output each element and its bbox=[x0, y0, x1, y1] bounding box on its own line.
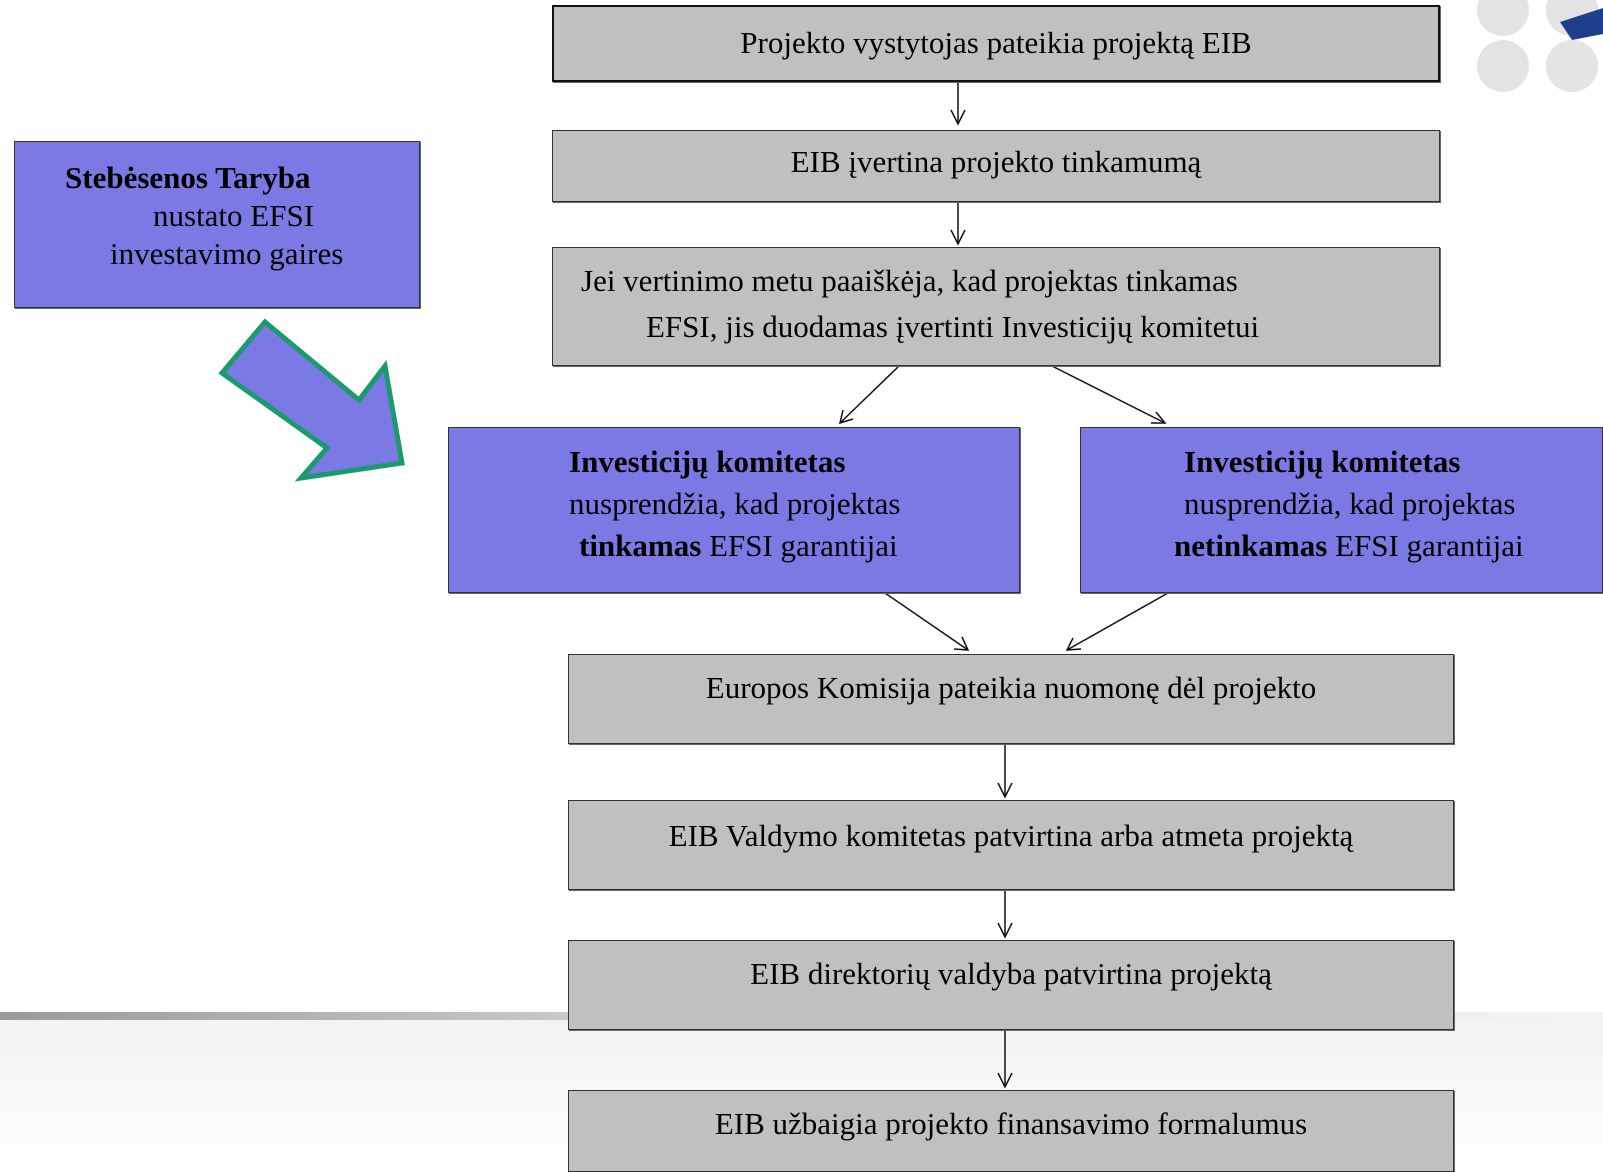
step-commission-opinion-label: Europos Komisija pateikia nuomonę dėl pr… bbox=[705, 670, 1317, 705]
committee-ineligible-line3: netinkamas EFSI garantijai bbox=[1174, 527, 1602, 565]
connector-arrow bbox=[997, 1030, 1013, 1089]
step-eligible-line2: EFSI, jis duodamas įvertinti Investicijų… bbox=[646, 309, 1260, 344]
steering-board-line3: investavimo gaires bbox=[110, 236, 344, 271]
step-submit-label: Projekto vystytojas pateikia projektą EI… bbox=[740, 25, 1252, 60]
logo-circles-icon bbox=[1477, 0, 1603, 92]
step-management-committee: EIB Valdymo komitetas patvirtina arba at… bbox=[568, 800, 1454, 890]
committee-eligible-line2: nusprendžia, kad projektas bbox=[569, 486, 901, 521]
committee-eligible-title: Investicijų komitetas bbox=[569, 444, 846, 479]
connector-arrow bbox=[950, 82, 966, 126]
step-assess-label: EIB įvertina projekto tinkamumą bbox=[790, 144, 1202, 179]
connector-arrow bbox=[997, 890, 1013, 939]
committee-ineligible-bold: netinkamas bbox=[1174, 528, 1328, 563]
committee-eligible-bold: tinkamas bbox=[579, 528, 702, 563]
connector-arrow bbox=[884, 592, 970, 651]
step-assess: EIB įvertina projekto tinkamumą bbox=[552, 130, 1440, 202]
connector-arrow bbox=[950, 202, 966, 246]
steering-board-box: Stebėsenos Taryba nustato EFSI investavi… bbox=[14, 141, 420, 308]
committee-ineligible-rest: EFSI garantijai bbox=[1327, 528, 1524, 563]
connector-arrow bbox=[1051, 365, 1167, 424]
committee-ineligible-line2: nusprendžia, kad projektas bbox=[1184, 486, 1516, 521]
big-arrow-icon bbox=[218, 318, 405, 482]
step-eligible: Jei vertinimo metu paaiškėja, kad projek… bbox=[552, 247, 1440, 366]
step-board-of-directors: EIB direktorių valdyba patvirtina projek… bbox=[568, 940, 1454, 1030]
committee-ineligible-box: Investicijų komitetas nusprendžia, kad p… bbox=[1080, 427, 1603, 593]
steering-board-line2: nustato EFSI bbox=[153, 198, 315, 233]
steering-board-title: Stebėsenos Taryba bbox=[65, 160, 311, 195]
connector-arrow bbox=[1065, 592, 1169, 651]
committee-ineligible-title: Investicijų komitetas bbox=[1184, 444, 1461, 479]
connector-arrow bbox=[997, 744, 1013, 799]
step-board-of-directors-label: EIB direktorių valdyba patvirtina projek… bbox=[750, 956, 1272, 991]
step-management-committee-label: EIB Valdymo komitetas patvirtina arba at… bbox=[668, 818, 1354, 853]
step-finalize: EIB užbaigia projekto finansavimo formal… bbox=[568, 1090, 1454, 1172]
step-submit: Projekto vystytojas pateikia projektą EI… bbox=[552, 5, 1440, 82]
connector-arrow bbox=[838, 365, 900, 425]
committee-eligible-line3: tinkamas EFSI garantijai bbox=[579, 527, 1019, 565]
step-eligible-line1: Jei vertinimo metu paaiškėja, kad projek… bbox=[581, 263, 1238, 298]
committee-eligible-box: Investicijų komitetas nusprendžia, kad p… bbox=[448, 427, 1020, 593]
committee-eligible-rest: EFSI garantijai bbox=[701, 528, 898, 563]
step-finalize-label: EIB užbaigia projekto finansavimo formal… bbox=[714, 1106, 1308, 1141]
step-commission-opinion: Europos Komisija pateikia nuomonę dėl pr… bbox=[568, 654, 1454, 744]
